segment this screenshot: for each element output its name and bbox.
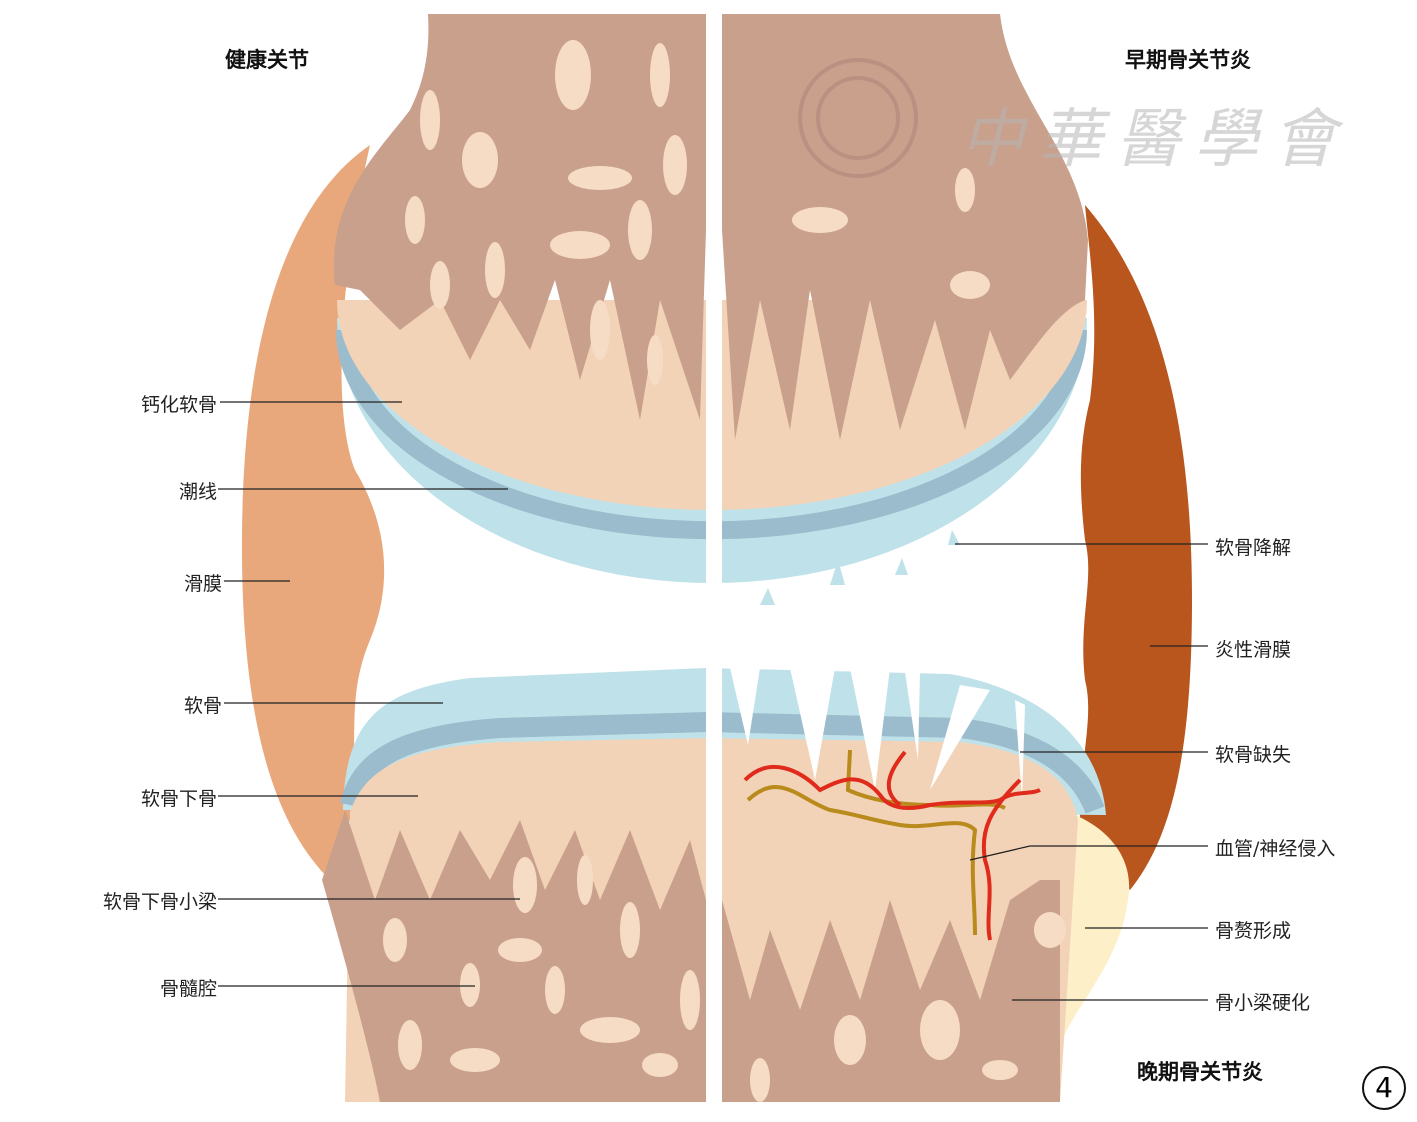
label-calcified-cartilage: 钙化软骨 — [140, 394, 217, 416]
title-healthy: 健康关节 — [225, 48, 309, 72]
label-marrow-cavity: 骨髓腔 — [159, 978, 217, 1000]
figure-number: 4 — [1362, 1066, 1406, 1110]
label-inflamed-synovium: 炎性滑膜 — [1215, 639, 1292, 661]
cartilage-loss — [730, 668, 1025, 800]
watermark-text: 中華醫學會 — [960, 103, 1350, 177]
label-subchondral-trabeculae: 软骨下骨小梁 — [102, 891, 217, 913]
label-subchondral-bone: 软骨下骨 — [140, 788, 217, 810]
inflamed-synovium — [1079, 205, 1192, 890]
label-vessel-nerve-invasion: 血管/神经侵入 — [1215, 838, 1336, 860]
lower-bone — [322, 810, 1060, 1102]
healthy-synovium — [241, 145, 385, 880]
label-tideline: 潮线 — [178, 481, 217, 503]
label-synovium: 滑膜 — [183, 573, 222, 595]
society-seal-watermark — [798, 58, 918, 178]
title-early: 早期骨关节炎 — [1125, 48, 1251, 72]
center-divider — [706, 0, 722, 1122]
label-osteophyte: 骨赘形成 — [1215, 920, 1292, 942]
label-trabecular-sclerosis: 骨小梁硬化 — [1215, 992, 1311, 1014]
vessels-nerves — [743, 749, 1041, 941]
marrow-spaces — [383, 40, 1066, 1102]
title-late: 晚期骨关节炎 — [1137, 1060, 1263, 1084]
label-cartilage-loss: 软骨缺失 — [1215, 744, 1292, 766]
leader-lines — [218, 401, 1208, 1001]
label-cartilage-degradation: 软骨降解 — [1215, 537, 1292, 559]
cartilage-degradation — [760, 530, 960, 605]
label-cartilage: 软骨 — [183, 695, 222, 717]
